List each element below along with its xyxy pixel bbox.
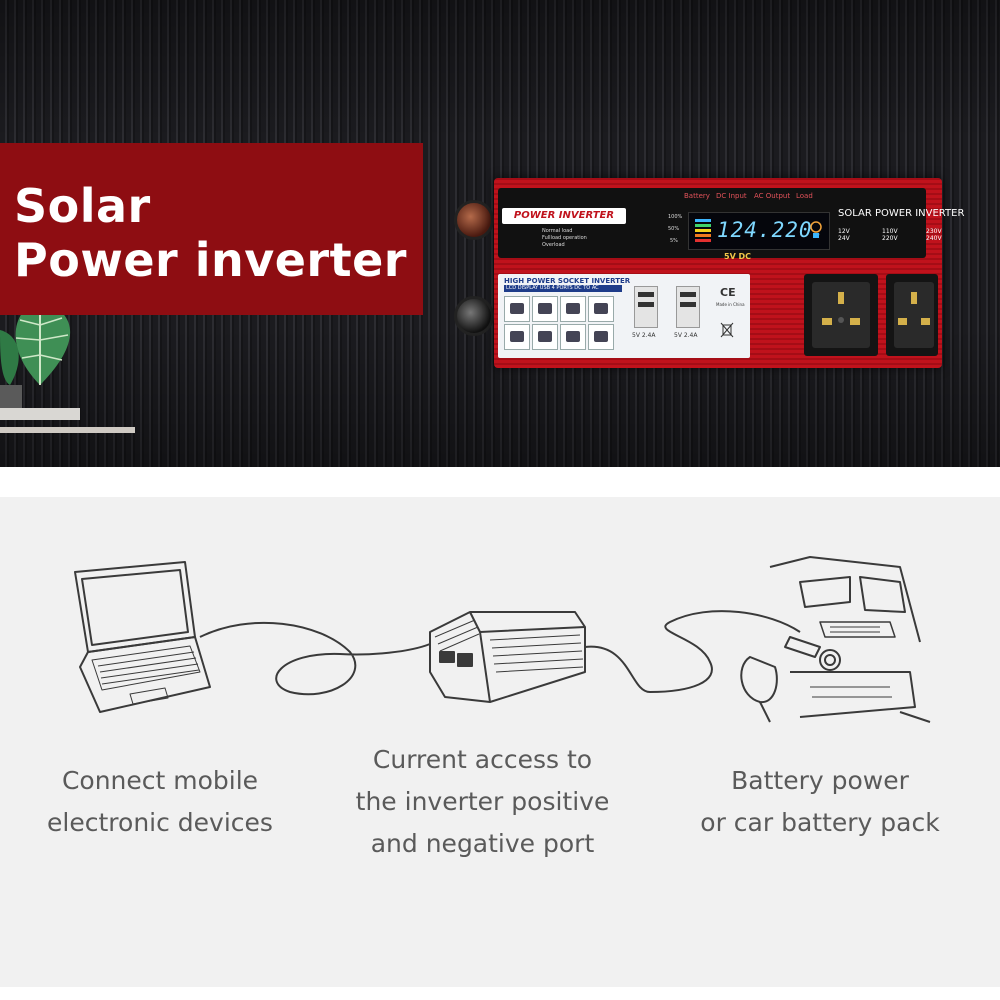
- socket-icon: [898, 292, 930, 325]
- appliance-icon: [532, 296, 558, 322]
- made-in-label: Made in China: [716, 302, 745, 307]
- ac-outlet-2: [886, 274, 938, 356]
- voltage-110v: 110V: [882, 228, 898, 235]
- load-bulb-icon: [810, 221, 822, 238]
- appliance-icon: [588, 296, 614, 322]
- sticker-subtitle: LCD DISPLAY USB 4 PORTS DC TO AC: [504, 285, 622, 292]
- caption-line: the inverter positive: [355, 787, 610, 816]
- battery-level-bars: [695, 219, 711, 245]
- legend-full: Fullload operation: [542, 235, 587, 241]
- appliance-icon-grid: [504, 294, 622, 352]
- appliance-icon: [504, 324, 530, 350]
- ac-outlet-1: [804, 274, 878, 356]
- brand-badge: POWER INVERTER: [502, 208, 626, 224]
- appliance-icon: [588, 324, 614, 350]
- control-panel: POWER INVERTER Normal load Fullload oper…: [498, 188, 964, 261]
- usb-rating-1: 5V 2.4A: [632, 332, 656, 339]
- voltage-12v: 12V: [838, 228, 850, 235]
- info-sticker: HIGH POWER SOCKET INVERTER LCD DISPLAY U…: [498, 274, 750, 358]
- car-dashboard-icon: [769, 556, 931, 723]
- appliance-icon: [560, 324, 586, 350]
- usb-dc-label: 5V DC: [724, 252, 752, 261]
- level-5: 5%: [670, 238, 678, 244]
- car-cable: [584, 610, 801, 693]
- caption-line: Current access to: [372, 745, 593, 774]
- negative-terminal-icon: [454, 296, 494, 336]
- label-load: Load: [796, 192, 813, 200]
- voltage-grid: 12V 110V 230V 24V 220V 240V: [838, 228, 978, 242]
- caption-line: electronic devices: [47, 808, 273, 837]
- legend-normal: Normal load: [542, 228, 573, 234]
- level-100: 100%: [668, 214, 683, 220]
- outlet-face: [812, 282, 870, 348]
- sticker-title: HIGH POWER SOCKET INVERTER: [504, 277, 631, 285]
- display-value: 124.220.: [717, 218, 827, 242]
- usb-port-2: [676, 286, 700, 328]
- label-dc-input: DC Input: [716, 192, 747, 200]
- voltage-240v: 240V: [926, 235, 942, 242]
- usb-rating-2: 5V 2.4A: [674, 332, 698, 339]
- title-line-2: Power inverter: [14, 233, 407, 287]
- level-50: 50%: [668, 226, 680, 232]
- step-caption-battery: Battery power or car battery pack: [670, 760, 970, 844]
- voltage-24v: 24V: [838, 235, 850, 242]
- shelf-top: [0, 408, 80, 420]
- plant-icon: [0, 300, 71, 410]
- voltage-230v: 230V: [926, 228, 942, 235]
- weee-bin-icon: [720, 322, 734, 338]
- caption-line: or car battery pack: [700, 808, 940, 837]
- laptop-icon: [74, 561, 211, 713]
- appliance-icon: [532, 324, 558, 350]
- connection-illustration: [74, 556, 931, 723]
- label-battery: Battery: [684, 192, 710, 200]
- lcd-display: 124.220.: [688, 212, 830, 250]
- title-line-1: Solar: [14, 179, 151, 233]
- hero-banner: Solar Power inverter POWER INVERTER Norm…: [0, 0, 1000, 467]
- caption-line: Connect mobile: [61, 766, 259, 795]
- cigarette-plug-icon: [740, 636, 841, 723]
- laptop-cable: [199, 621, 431, 696]
- positive-terminal-icon: [454, 200, 494, 240]
- outlet-face: [894, 282, 934, 348]
- ce-mark: CE: [720, 286, 736, 299]
- caption-line: Battery power: [731, 766, 909, 795]
- appliance-icon: [560, 296, 586, 322]
- title-panel: Solar Power inverter: [0, 143, 423, 315]
- usb-port-1: [634, 286, 658, 328]
- legend-overload: Overload: [542, 242, 565, 248]
- step-caption-devices: Connect mobile electronic devices: [20, 760, 300, 844]
- shelf-rod: [0, 427, 135, 433]
- inverter-body: POWER INVERTER Normal load Fullload oper…: [494, 178, 964, 368]
- inverter-product-image: POWER INVERTER Normal load Fullload oper…: [448, 178, 964, 368]
- product-title: SOLAR POWER INVERTER: [838, 208, 965, 219]
- connection-guide: Connect mobile electronic devices Curren…: [0, 497, 1000, 987]
- caption-line: and negative port: [370, 829, 595, 858]
- step-caption-inverter: Current access to the inverter positive …: [335, 739, 630, 865]
- label-ac-output: AC Output: [754, 192, 791, 200]
- car-inverter-icon: [429, 611, 586, 703]
- socket-icon: [822, 292, 860, 325]
- voltage-220v: 220V: [882, 235, 898, 242]
- appliance-icon: [504, 296, 530, 322]
